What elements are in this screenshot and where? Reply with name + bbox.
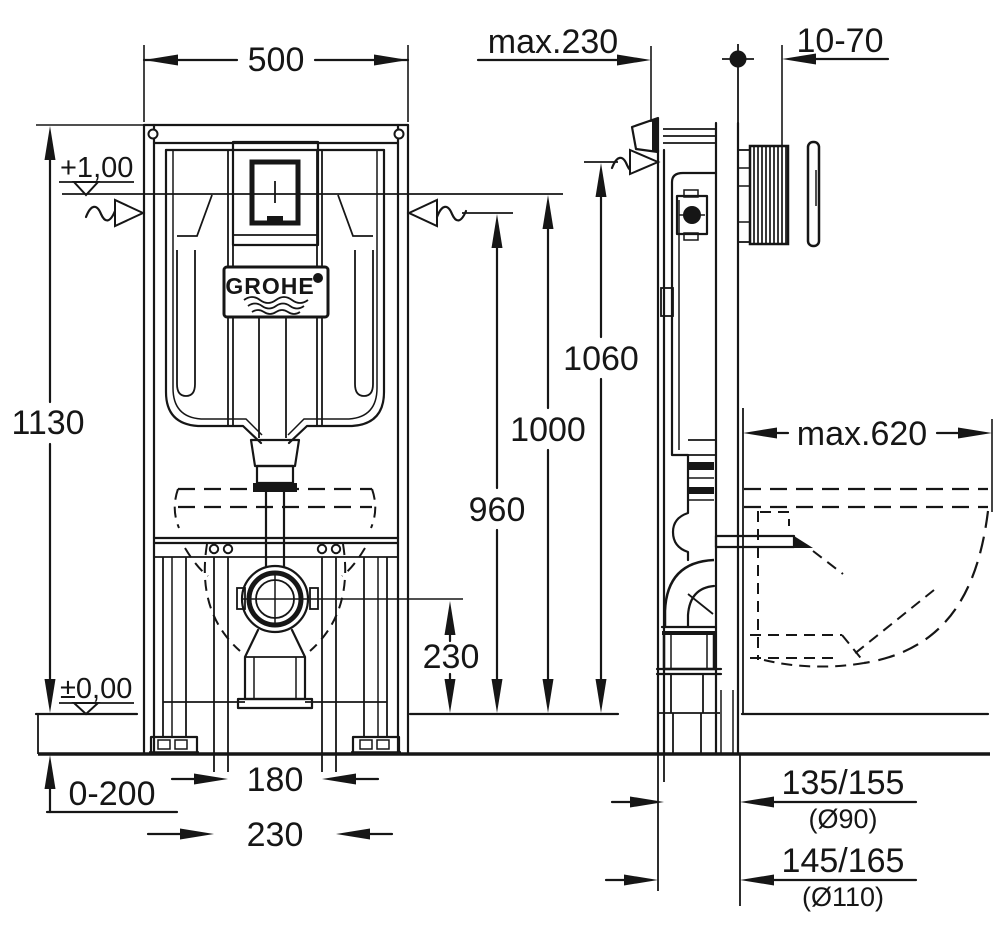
floor-lines: [34, 712, 990, 756]
bowl-fixing-rod: [714, 534, 844, 575]
dim-drain110-dia-label: (Ø110): [802, 882, 884, 912]
dim-500: 500: [142, 41, 410, 122]
drain-bend-side: [655, 558, 741, 906]
dim-1130: 1130: [11, 124, 144, 713]
level-zero-label: ±0,00: [60, 673, 132, 705]
dim-drain110-label: 145/165: [782, 842, 905, 880]
dim-1060: 1060: [563, 163, 639, 713]
dim-floor-buildup-label: 0-200: [69, 775, 156, 813]
service-knob-icon: [683, 206, 701, 224]
wall-break-arrows: [84, 148, 661, 228]
dim-1060-label: 1060: [563, 340, 639, 378]
dim-max-side-label: max.620: [797, 415, 927, 453]
front-view: GROHE: [142, 123, 410, 772]
dim-stud-spacing-label: 180: [247, 761, 304, 799]
break-arrow-icon: [629, 148, 661, 176]
level-triangle-icon: [71, 702, 101, 716]
break-arrow-icon: [114, 198, 146, 228]
frame-feet: [149, 557, 401, 755]
flush-pipe-front: [236, 317, 319, 710]
dim-230-outlet: 230: [242, 598, 480, 713]
dim-max-depth-label: max.230: [488, 23, 618, 61]
level-triangle-icon: [71, 181, 101, 197]
dim-wall-range-label: 10-70: [797, 22, 884, 60]
dim-drain90-dia-label: (Ø90): [808, 804, 877, 834]
actuator-block-icon: [748, 144, 790, 246]
dim-960-label: 960: [469, 491, 526, 529]
corner-screw-icon: [147, 128, 159, 140]
dim-230-drain: 230: [146, 816, 394, 854]
brand-logo: GROHE: [222, 265, 330, 319]
dim-1000: 1000: [510, 195, 586, 713]
dim-135-155: 135/155 (Ø90): [610, 764, 918, 834]
cistern-side: [670, 171, 718, 562]
level-mark-plus100: +1,00: [59, 152, 563, 197]
dim-width-label: 500: [248, 41, 305, 79]
dim-10-70: 10-70: [722, 22, 890, 146]
bowl-outline-side: [744, 487, 990, 668]
break-squiggle-icon: [84, 205, 117, 222]
logo-dot-icon: [313, 273, 323, 283]
dim-145-165: 145/165 (Ø110): [604, 842, 918, 912]
flush-actuator-side: [737, 140, 821, 248]
fixing-studs: [208, 543, 342, 772]
logo-wave-icon: [247, 302, 305, 310]
break-squiggle-icon: [435, 205, 468, 222]
level-plus-label: +1,00: [60, 152, 133, 184]
dim-drain-offset-label: 230: [247, 816, 304, 854]
dim-0-200: 0-200: [44, 755, 179, 814]
dim-960: 960: [469, 214, 526, 713]
front-frame: [142, 123, 410, 755]
logo-wave-icon: [251, 309, 301, 315]
cover-plate-icon: [806, 140, 821, 248]
brand-logo-text: GROHE: [225, 273, 314, 299]
dim-1000-label: 1000: [510, 411, 586, 449]
dim-frame-height-label: 1130: [11, 404, 84, 442]
dim-180: 180: [170, 761, 380, 799]
break-arrow-icon: [406, 198, 438, 228]
level-mark-zero: ±0,00: [59, 673, 134, 716]
corner-screw-icon: [393, 128, 405, 140]
side-view: [630, 116, 990, 906]
dim-max230: max.230: [476, 23, 652, 122]
cistern-front: [164, 148, 386, 445]
dim-drain90-label: 135/155: [782, 764, 905, 802]
bowl-outline-front: [173, 487, 377, 652]
dim-max620: max.620: [743, 415, 993, 512]
logo-wave-icon: [243, 296, 309, 304]
dim-outlet-height-label: 230: [423, 638, 480, 676]
